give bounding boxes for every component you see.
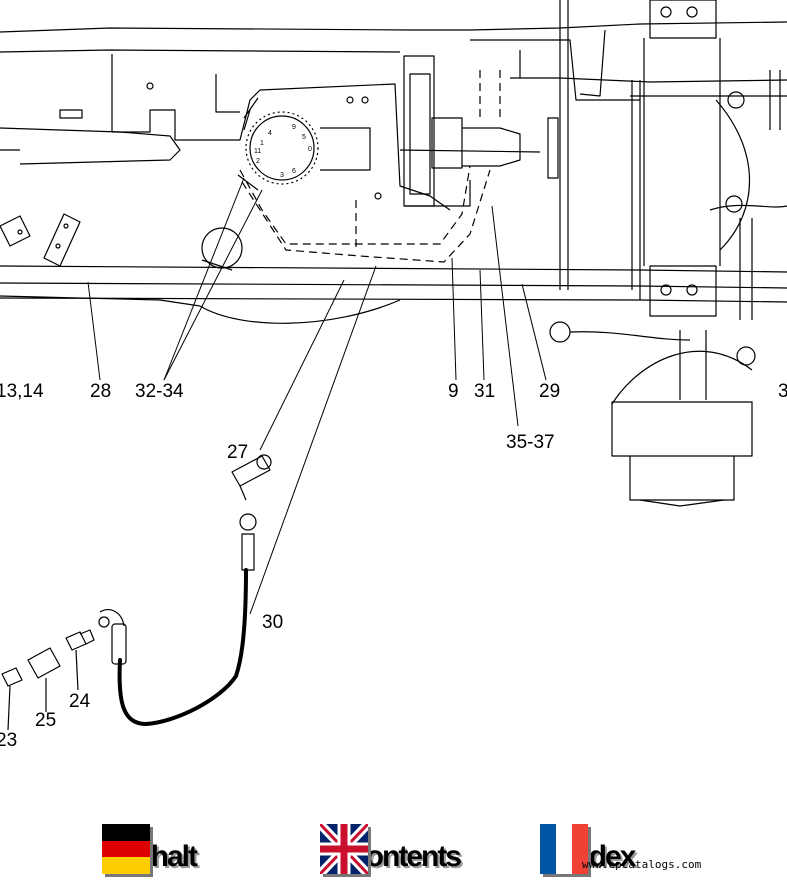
engine-bracket bbox=[0, 54, 451, 211]
watermark: www.epcatalogs.com bbox=[582, 858, 702, 871]
mount-plates bbox=[0, 213, 81, 267]
dial-number: 9 bbox=[292, 124, 296, 131]
callout-28[interactable]: 28 bbox=[90, 381, 112, 402]
german-flag-icon bbox=[102, 824, 150, 874]
elbow-fitting bbox=[231, 454, 272, 501]
callout-24[interactable]: 24 bbox=[69, 691, 91, 712]
dial-number: 6 bbox=[292, 168, 296, 175]
callout-29[interactable]: 29 bbox=[539, 381, 561, 402]
hose-assembly bbox=[98, 513, 257, 726]
callout-9[interactable]: 9 bbox=[448, 381, 459, 402]
lower-curves bbox=[199, 227, 401, 324]
callout-25[interactable]: 25 bbox=[35, 710, 57, 731]
frame-rails bbox=[0, 21, 787, 307]
leader-lines bbox=[87, 177, 547, 615]
inhalt-button[interactable]: Inhalt bbox=[102, 820, 198, 874]
fittings bbox=[1, 629, 95, 731]
dial-number: 5 bbox=[302, 134, 306, 141]
axle-hub bbox=[549, 218, 756, 507]
contents-button[interactable]: Contents bbox=[320, 820, 462, 874]
dashed-lines bbox=[239, 70, 501, 263]
callout-31[interactable]: 31 bbox=[474, 381, 496, 402]
center-housing bbox=[320, 55, 541, 207]
callout-13-14[interactable]: 13,14 bbox=[0, 381, 44, 402]
callout-3[interactable]: 3 bbox=[778, 381, 787, 402]
callout-32-34[interactable]: 32-34 bbox=[135, 381, 184, 402]
dial-number: 11 bbox=[254, 148, 262, 155]
index-button[interactable]: Index bbox=[540, 820, 636, 874]
uk-flag-icon bbox=[320, 824, 368, 874]
tubing bbox=[470, 0, 787, 290]
dial-number: 3 bbox=[280, 172, 284, 179]
dial-number: 1 bbox=[260, 140, 264, 147]
callout-23[interactable]: 23 bbox=[0, 730, 18, 751]
callout-27[interactable]: 27 bbox=[227, 442, 249, 463]
dial-number: 0 bbox=[308, 146, 312, 153]
hydraulic-line-diagram bbox=[0, 0, 787, 731]
dial-number: 2 bbox=[256, 158, 260, 165]
right-plates bbox=[631, 0, 787, 317]
callout-35-37[interactable]: 35-37 bbox=[506, 432, 555, 453]
rotary-dial bbox=[237, 97, 319, 191]
dial-number: 4 bbox=[268, 130, 272, 137]
french-flag-icon bbox=[540, 824, 588, 874]
callout-30[interactable]: 30 bbox=[262, 612, 284, 633]
